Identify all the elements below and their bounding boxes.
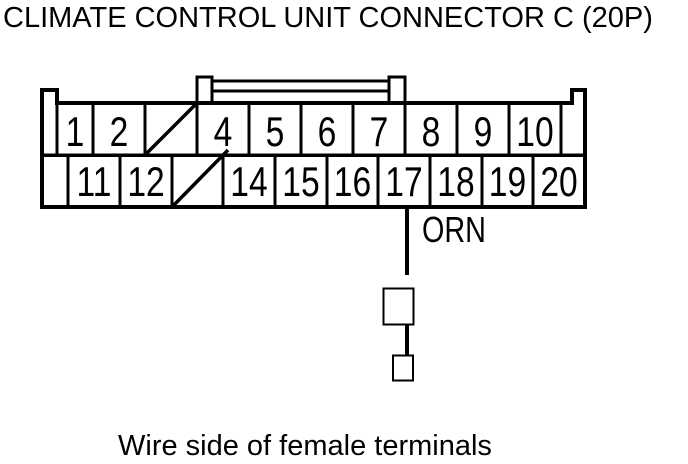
pin-label-10: 10 [516,110,553,156]
pin-label-4: 4 [214,110,233,156]
pin-label-9: 9 [474,110,493,156]
pin-label-6: 6 [318,110,337,156]
wire-color-label: ORN [422,209,486,250]
bottom-row-cell-dividers [66,155,535,207]
diagram-text: CLIMATE CONTROL UNIT CONNECTOR C (20P) W… [3,2,653,462]
pin-label-17: 17 [385,160,422,206]
pin-label-8: 8 [422,110,441,156]
top-row-cell-dividers [55,103,563,155]
pin-numbers: 1 2 4 5 6 7 8 9 10 11 12 14 15 16 17 18 [66,110,578,206]
pin-label-12: 12 [127,160,164,206]
pin-label-14: 14 [230,160,267,206]
pin-label-5: 5 [266,110,285,156]
terminal-symbol-large [382,287,415,326]
pin-label-11: 11 [77,160,112,206]
pin-label-7: 7 [370,110,389,156]
caption: Wire side of female terminals [118,430,492,462]
pin-label-15: 15 [282,160,319,206]
pin-label-2: 2 [110,110,129,156]
pin-label-16: 16 [334,160,371,206]
terminal-symbol-small [392,354,414,382]
latch-post-right-icon [387,75,407,103]
condensed-labels: ORN 1 2 4 5 6 7 8 9 10 11 12 14 15 [66,110,578,250]
connector-body-outline [40,88,587,209]
missing-pin-slash-13 [170,148,230,209]
connector-graphics [40,75,587,382]
pin-label-18: 18 [437,160,474,206]
diagram-title: CLIMATE CONTROL UNIT CONNECTOR C (20P) [3,2,653,34]
pin-label-20: 20 [540,160,577,206]
latch-post-left-icon [195,75,214,103]
latch-bar [212,79,389,93]
pin-label-19: 19 [489,160,526,206]
pin-label-1: 1 [66,110,85,156]
missing-pin-slash-3 [143,101,199,157]
